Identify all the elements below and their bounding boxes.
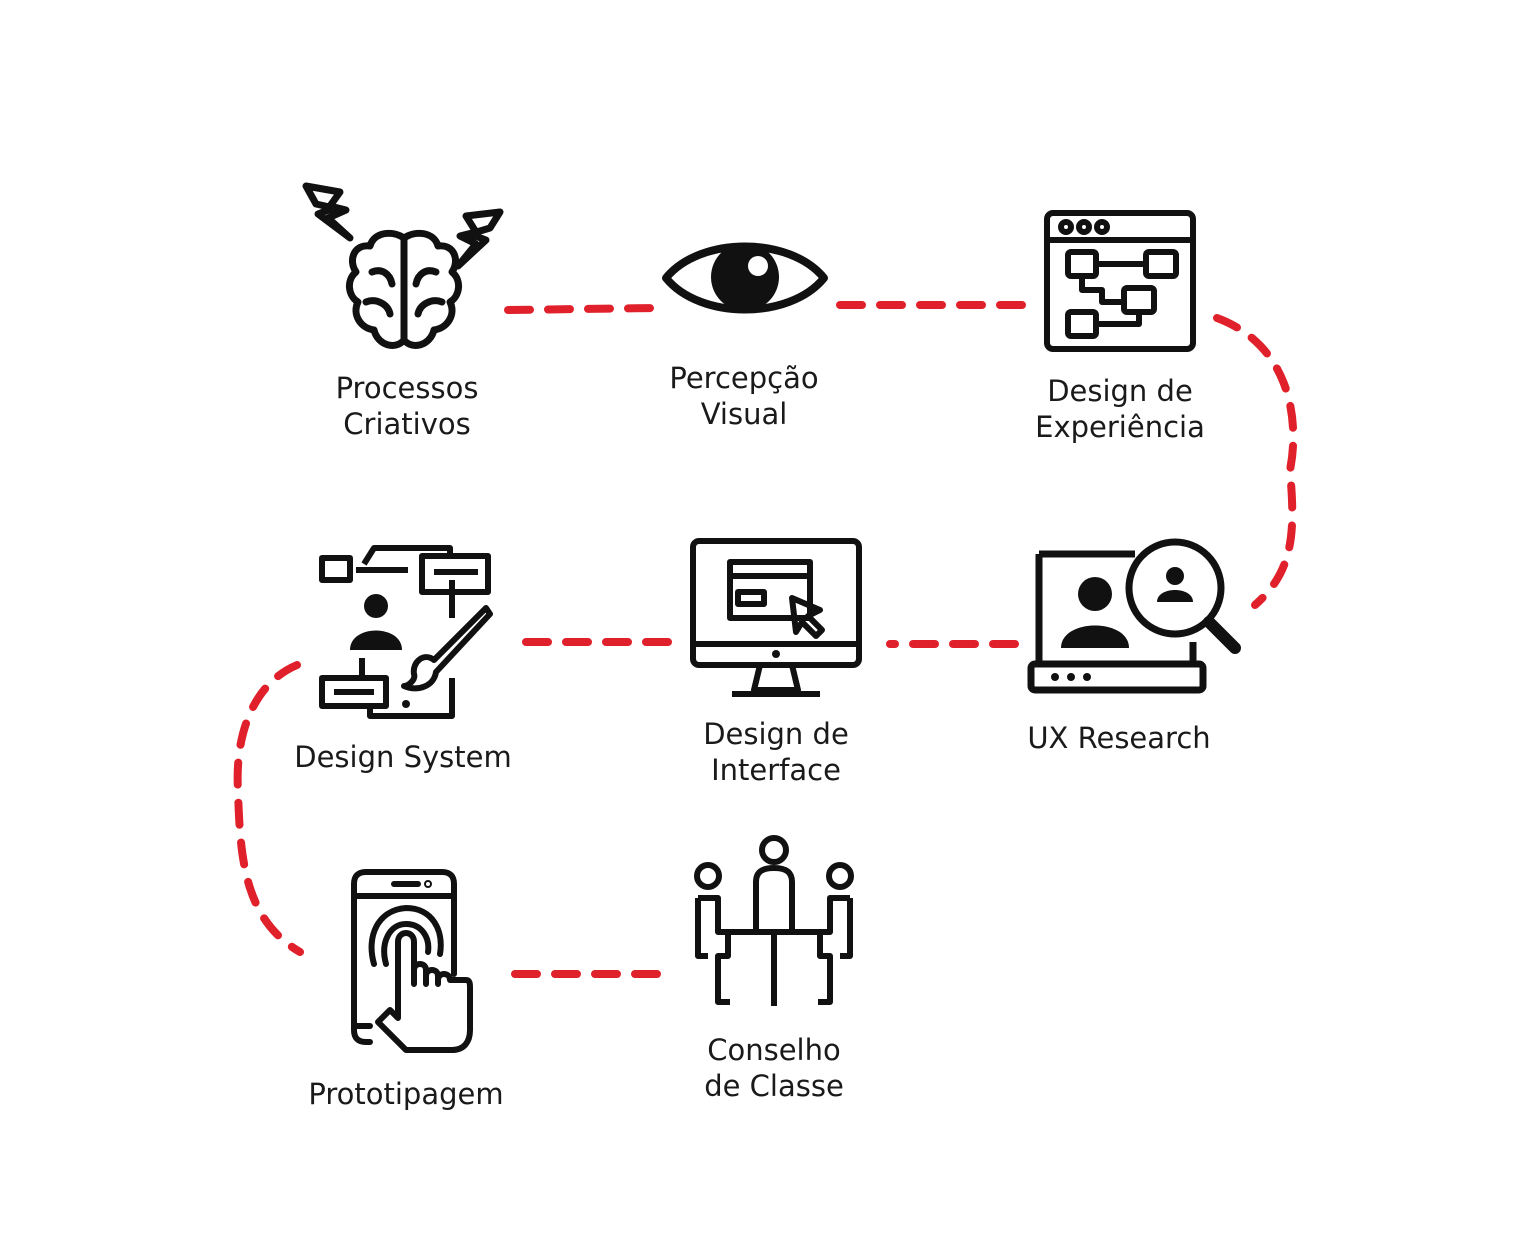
label-design-system: Design System	[294, 740, 512, 774]
connector-designsystem-prototipagem	[233, 661, 304, 956]
label-prototipagem: Prototipagem	[308, 1077, 504, 1111]
design-system-icon	[319, 545, 493, 719]
flowchart-browser-icon	[1044, 210, 1196, 352]
monitor-cursor-icon	[690, 538, 862, 697]
laptop-user-search-icon	[1027, 538, 1241, 694]
brain-lightning-icon	[302, 182, 504, 349]
meeting-table-icon	[694, 835, 854, 1006]
label-ux-research: UX Research	[1027, 721, 1211, 755]
connector-processos-percepcao	[504, 304, 659, 314]
connector-experiencia-uxresearch	[1213, 314, 1298, 609]
phone-touch-icon	[351, 869, 473, 1053]
eye-icon	[662, 242, 828, 314]
